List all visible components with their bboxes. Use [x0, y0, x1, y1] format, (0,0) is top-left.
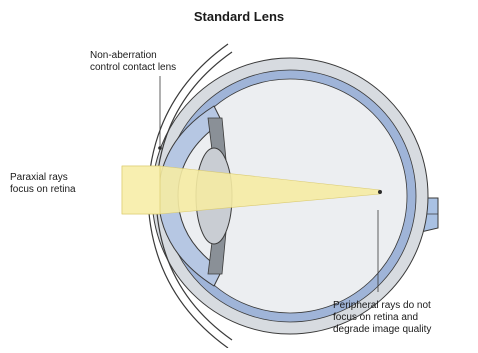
- leader-contact-lens-dot: [158, 146, 162, 150]
- label-paraxial-line-2: focus on retina: [10, 184, 76, 196]
- label-contact-lens: Non-aberration control contact lens: [90, 50, 176, 74]
- page-title: Standard Lens: [0, 9, 478, 24]
- label-peripheral-line-1: Peripheral rays do not: [333, 300, 431, 312]
- label-paraxial-line-1: Paraxial rays: [10, 172, 76, 184]
- focus-point-icon: [378, 190, 382, 194]
- label-peripheral-line-3: degrade image quality: [333, 324, 431, 336]
- label-paraxial-rays: Paraxial rays focus on retina: [10, 172, 76, 196]
- label-contact-lens-line-2: control contact lens: [90, 62, 176, 74]
- label-peripheral-line-2: focus on retina and: [333, 312, 431, 324]
- label-peripheral-rays: Peripheral rays do not focus on retina a…: [333, 300, 431, 336]
- label-contact-lens-line-1: Non-aberration: [90, 50, 176, 62]
- ray-beam-entry-icon: [122, 166, 160, 214]
